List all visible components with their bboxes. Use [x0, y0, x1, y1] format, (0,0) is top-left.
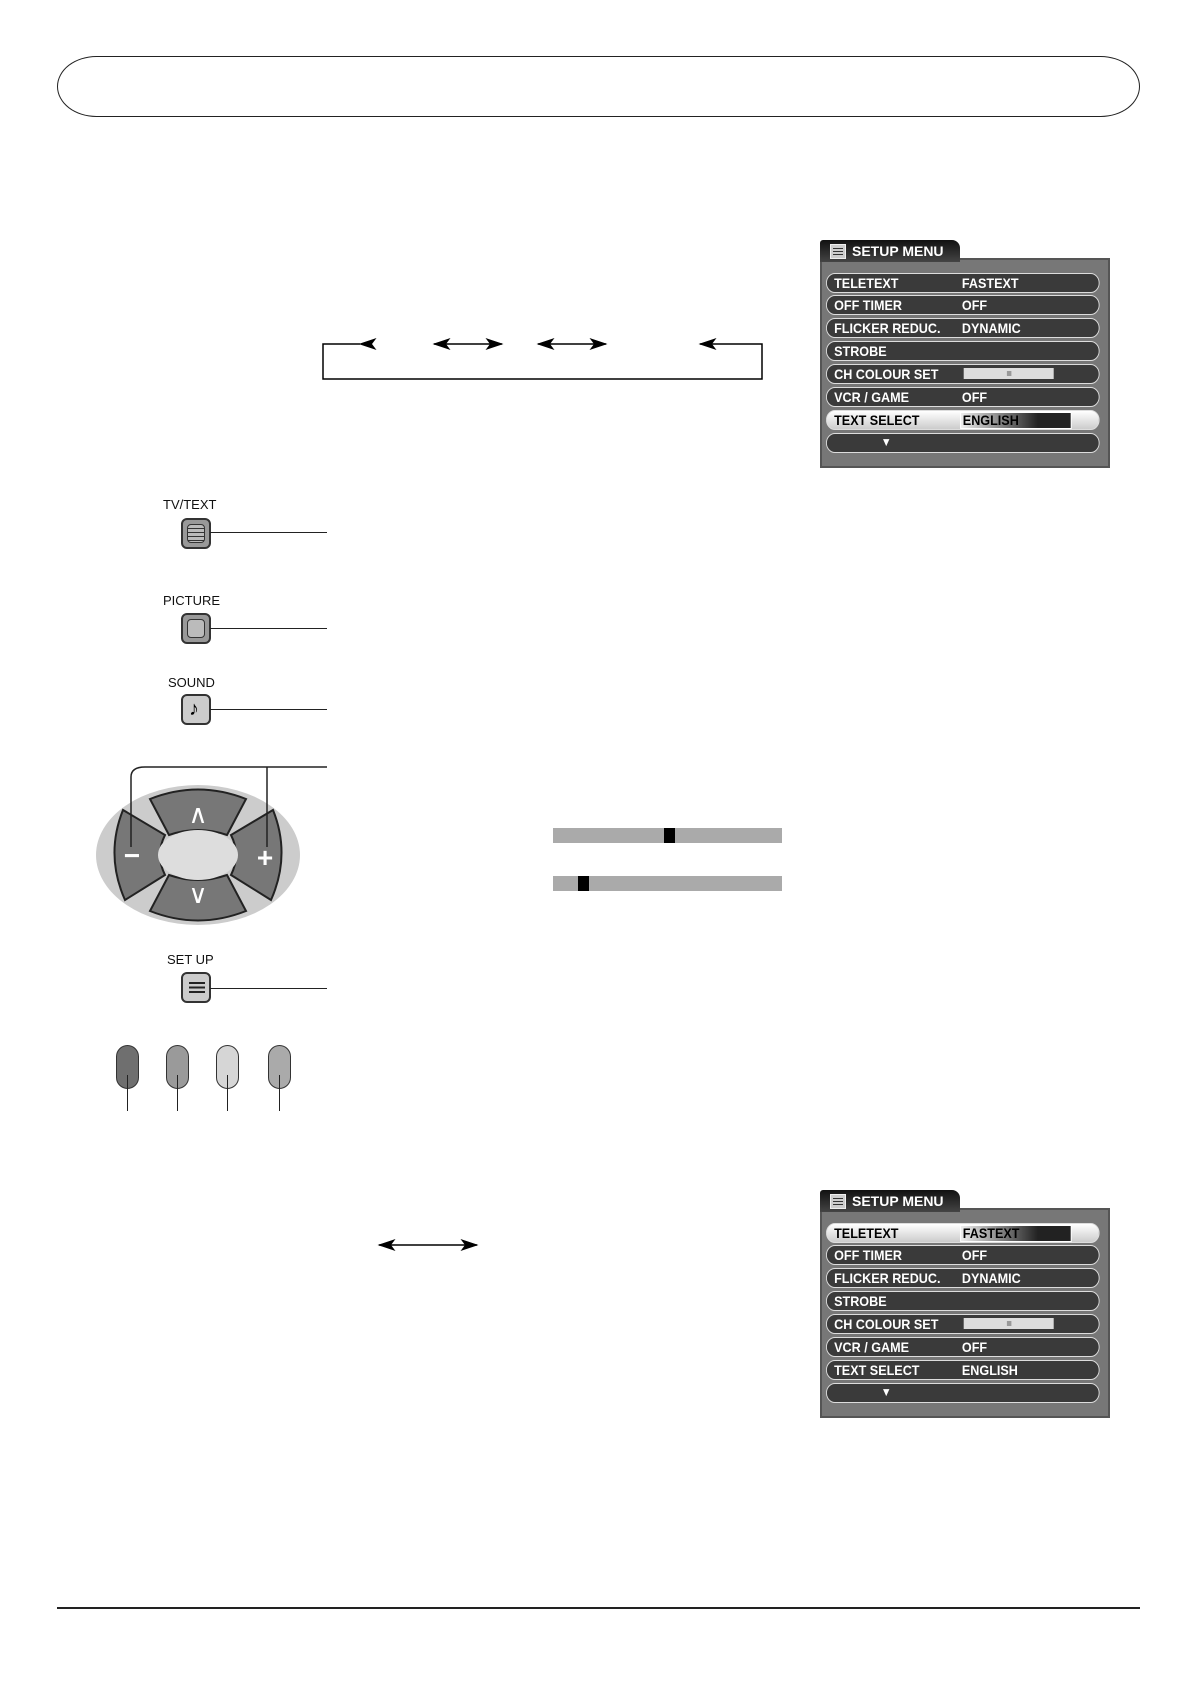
menu-list-icon	[189, 982, 205, 993]
callout-line	[210, 988, 327, 989]
tv-text-button[interactable]	[181, 518, 211, 549]
cycle-flow-diagram	[322, 338, 763, 380]
tv-text-label: TV/TEXT	[163, 497, 217, 512]
menu-title-tab: SETUP MENU	[820, 1190, 960, 1212]
menu-item-flicker-reduc[interactable]: FLICKER REDUC.DYNAMIC	[826, 318, 1100, 338]
down-arrow-icon: ▼	[880, 1385, 892, 1399]
down-arrow-icon: ▼	[880, 435, 892, 449]
setup-button[interactable]	[181, 972, 211, 1003]
sound-label: SOUND	[168, 675, 215, 690]
slider-thumb[interactable]	[578, 876, 589, 891]
menu-list-icon	[830, 244, 846, 259]
page-header-box	[57, 56, 1140, 117]
slider-thumb[interactable]	[664, 828, 675, 843]
callout-line	[177, 1075, 178, 1111]
down-arrow-icon: ∨	[188, 879, 207, 909]
plus-button[interactable]	[229, 808, 283, 902]
callout-line	[210, 532, 327, 533]
menu-more-row[interactable]: ▼	[826, 1383, 1100, 1403]
colour-level-bar	[963, 1318, 1054, 1329]
picture-label: PICTURE	[163, 593, 221, 608]
menu-item-strobe[interactable]: STROBE	[826, 341, 1100, 361]
callout-line	[279, 1075, 280, 1111]
toggle-double-arrow	[377, 1239, 479, 1251]
menu-item-ch-colour-set[interactable]: CH COLOUR SET	[826, 1314, 1100, 1334]
plus-icon: +	[257, 842, 273, 873]
level-slider-1[interactable]	[553, 828, 782, 843]
up-arrow-icon: ∧	[188, 799, 207, 829]
callout-line	[210, 628, 327, 629]
colour-level-bar	[963, 368, 1054, 379]
minus-button[interactable]	[113, 808, 167, 902]
footer-rule	[57, 1607, 1140, 1609]
menu-item-strobe[interactable]: STROBE	[826, 1291, 1100, 1311]
picture-icon	[187, 619, 205, 638]
picture-button[interactable]	[181, 613, 211, 644]
callout-line	[210, 709, 327, 710]
menu-item-flicker-reduc[interactable]: FLICKER REDUC.DYNAMIC	[826, 1268, 1100, 1288]
music-note-icon: ♪	[189, 698, 199, 720]
teletext-icon	[187, 524, 205, 543]
level-slider-2[interactable]	[553, 876, 782, 891]
cursor-pad: ∧ ∨ − +	[96, 766, 327, 925]
callout-line	[127, 1075, 128, 1111]
callout-line	[227, 1075, 228, 1111]
ok-center[interactable]	[158, 830, 238, 880]
menu-list-icon	[830, 1194, 846, 1209]
menu-more-row[interactable]: ▼	[826, 433, 1100, 453]
setup-label: SET UP	[167, 952, 214, 967]
down-button[interactable]	[148, 873, 248, 922]
minus-icon: −	[124, 840, 140, 871]
up-button[interactable]	[148, 788, 248, 837]
menu-item-ch-colour-set[interactable]: CH COLOUR SET	[826, 364, 1100, 384]
sound-button[interactable]: ♪	[181, 694, 211, 725]
menu-title-tab: SETUP MENU	[820, 240, 960, 262]
